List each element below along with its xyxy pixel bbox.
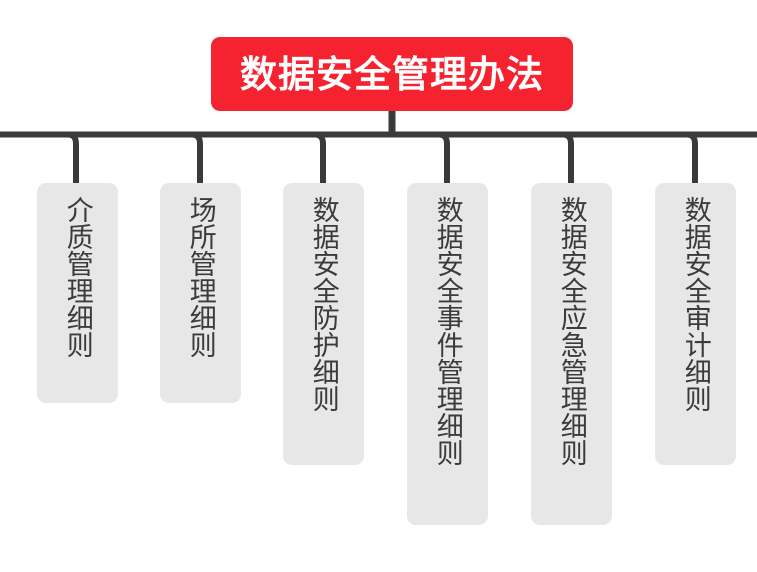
child-node-2-label: 场所管理细则	[185, 196, 216, 358]
child-node-6-label: 数据安全审计细则	[680, 196, 711, 412]
child-node-1[interactable]: 介质管理细则	[37, 183, 118, 403]
child-node-3-label: 数据安全防护细则	[308, 196, 339, 412]
child-node-3[interactable]: 数据安全防护细则	[283, 183, 364, 465]
drop-connector-5	[562, 131, 574, 186]
child-node-4[interactable]: 数据安全事件管理细则	[407, 183, 488, 525]
child-node-5-label: 数据安全应急管理细则	[556, 196, 587, 466]
child-node-2[interactable]: 场所管理细则	[160, 183, 241, 403]
child-node-5[interactable]: 数据安全应急管理细则	[531, 183, 612, 525]
child-node-4-label: 数据安全事件管理细则	[432, 196, 463, 466]
child-node-1-label: 介质管理细则	[62, 196, 93, 358]
root-node-label: 数据安全管理办法	[240, 53, 544, 95]
drop-connector-6	[686, 131, 698, 186]
drop-connector-3	[314, 131, 326, 186]
root-node[interactable]: 数据安全管理办法	[211, 37, 573, 111]
drop-connector-2	[191, 131, 203, 186]
child-node-6[interactable]: 数据安全审计细则	[655, 183, 736, 465]
drop-connector-4	[438, 131, 450, 186]
drop-connector-1	[67, 131, 79, 186]
